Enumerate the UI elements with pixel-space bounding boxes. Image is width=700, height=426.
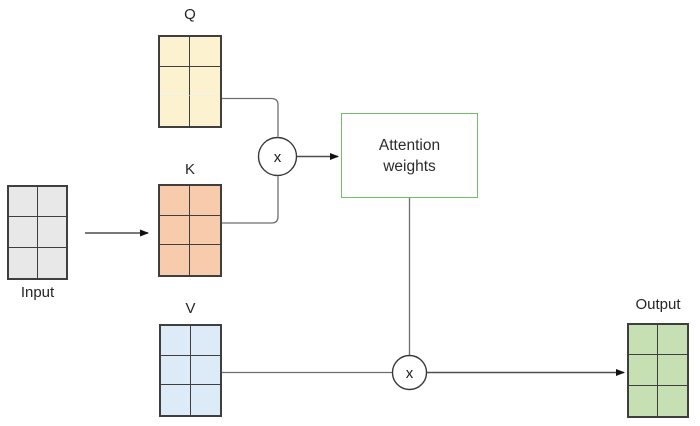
matrix-cell: [658, 386, 687, 416]
matrix-cell: [9, 187, 38, 218]
matrix-cell: [161, 326, 191, 356]
k-matrix: [158, 184, 222, 277]
matrix-cell: [190, 356, 220, 386]
multiply-av-circle: [391, 354, 428, 391]
connector-k-to-multiply: [222, 176, 279, 224]
matrix-cell: [37, 187, 66, 218]
matrix-cell: [658, 355, 687, 386]
matrix-cell: [38, 248, 67, 278]
v-label: V: [185, 300, 196, 317]
input-label: Input: [20, 284, 55, 301]
matrix-cell: [190, 186, 220, 216]
matrix-cell: [658, 325, 687, 356]
matrix-cell: [9, 247, 38, 278]
matrix-cell: [629, 385, 658, 416]
output-matrix: [627, 323, 689, 418]
matrix-cell: [190, 326, 220, 356]
v-matrix: [159, 324, 222, 417]
matrix-cell: [190, 96, 220, 126]
connector-q-to-multiply: [222, 97, 279, 137]
matrix-cell: [629, 325, 658, 356]
attention-weights-label-line2: weights: [383, 157, 436, 175]
matrix-cell: [161, 355, 191, 386]
matrix-cell: [37, 217, 66, 248]
matrix-cell: [160, 96, 190, 126]
matrix-cell: [160, 245, 190, 275]
multiply-av-symbol: x: [406, 365, 414, 382]
k-label: K: [184, 161, 195, 178]
input-matrix: [7, 185, 68, 280]
matrix-cell: [161, 385, 191, 415]
matrix-cell: [191, 385, 221, 415]
multiply-qk-symbol: x: [274, 149, 282, 166]
matrix-cell: [190, 216, 220, 246]
matrix-cell: [629, 355, 658, 386]
attention-weights-label-line1: Attention: [378, 136, 441, 154]
attention-weights-box: Attention weights: [341, 113, 478, 198]
matrix-cell: [190, 245, 220, 275]
matrix-cell: [190, 37, 220, 67]
matrix-cell: [190, 67, 220, 97]
q-matrix: [158, 35, 222, 128]
q-label: Q: [184, 6, 196, 23]
matrix-cell: [160, 186, 190, 216]
output-label: Output: [635, 296, 681, 313]
matrix-cell: [160, 66, 190, 97]
matrix-cell: [9, 217, 38, 248]
multiply-qk-circle: [257, 136, 298, 177]
matrix-cell: [160, 37, 190, 67]
matrix-cell: [160, 215, 190, 246]
